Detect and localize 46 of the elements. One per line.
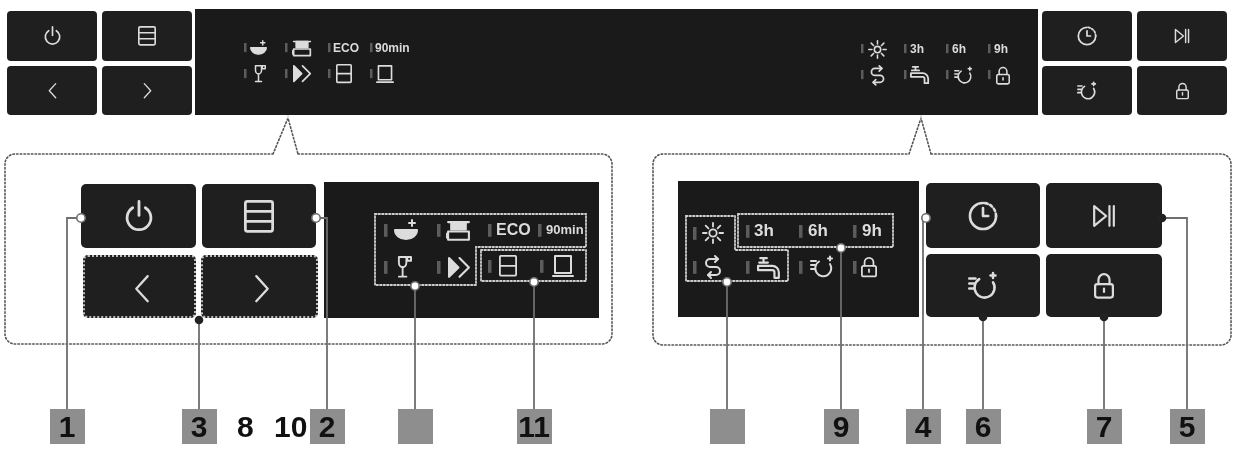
callout-number: 8 (237, 409, 254, 444)
callout-number: 7 (1086, 409, 1122, 444)
indicator-label: 3h (910, 41, 924, 57)
callout-number: 1 (49, 409, 85, 444)
callout-box (397, 409, 433, 444)
touch-button (202, 184, 316, 248)
callout-box (709, 409, 745, 444)
callout-number: 10 (274, 409, 308, 444)
touch-button (926, 183, 1040, 248)
touch-button (81, 184, 196, 248)
leader-line (194, 315, 204, 410)
touch-button (926, 254, 1040, 317)
touch-button (1046, 254, 1162, 317)
indicator-label: ECO (333, 40, 359, 56)
indicator-label: 90min (546, 222, 584, 238)
indicator-label: 9h (994, 41, 1008, 57)
leader-line (921, 213, 931, 410)
callout-number: 6 (965, 409, 1001, 444)
display-panel (195, 9, 1038, 115)
callout-number: 9 (823, 409, 859, 444)
callout-number: 4 (905, 409, 941, 444)
indicator-label: 90min (375, 40, 410, 56)
display-panel (324, 182, 599, 318)
touch-button (201, 255, 318, 318)
indicator-group (480, 249, 587, 282)
callout-number: 2 (309, 409, 345, 444)
display-panel (678, 181, 919, 317)
indicator-label: ECO (496, 220, 531, 240)
indicator-label: 3h (754, 220, 774, 242)
indicator-label: 6h (952, 41, 966, 57)
indicator-group (374, 213, 587, 286)
leader-line (311, 213, 328, 410)
leader-line (410, 281, 420, 410)
callout-number: 11 (516, 409, 552, 444)
indicator-group (685, 215, 789, 282)
leader-line (722, 277, 732, 410)
callout-number: 5 (1169, 409, 1205, 444)
indicator-label: 6h (808, 220, 828, 242)
touch-button (83, 255, 196, 318)
indicator-group (737, 213, 894, 248)
indicator-label: 9h (862, 220, 882, 242)
touch-button (1046, 183, 1162, 248)
leader-line (836, 243, 846, 410)
callout-number: 3 (181, 409, 217, 444)
leader-line (529, 277, 539, 410)
leader-line (66, 213, 86, 410)
